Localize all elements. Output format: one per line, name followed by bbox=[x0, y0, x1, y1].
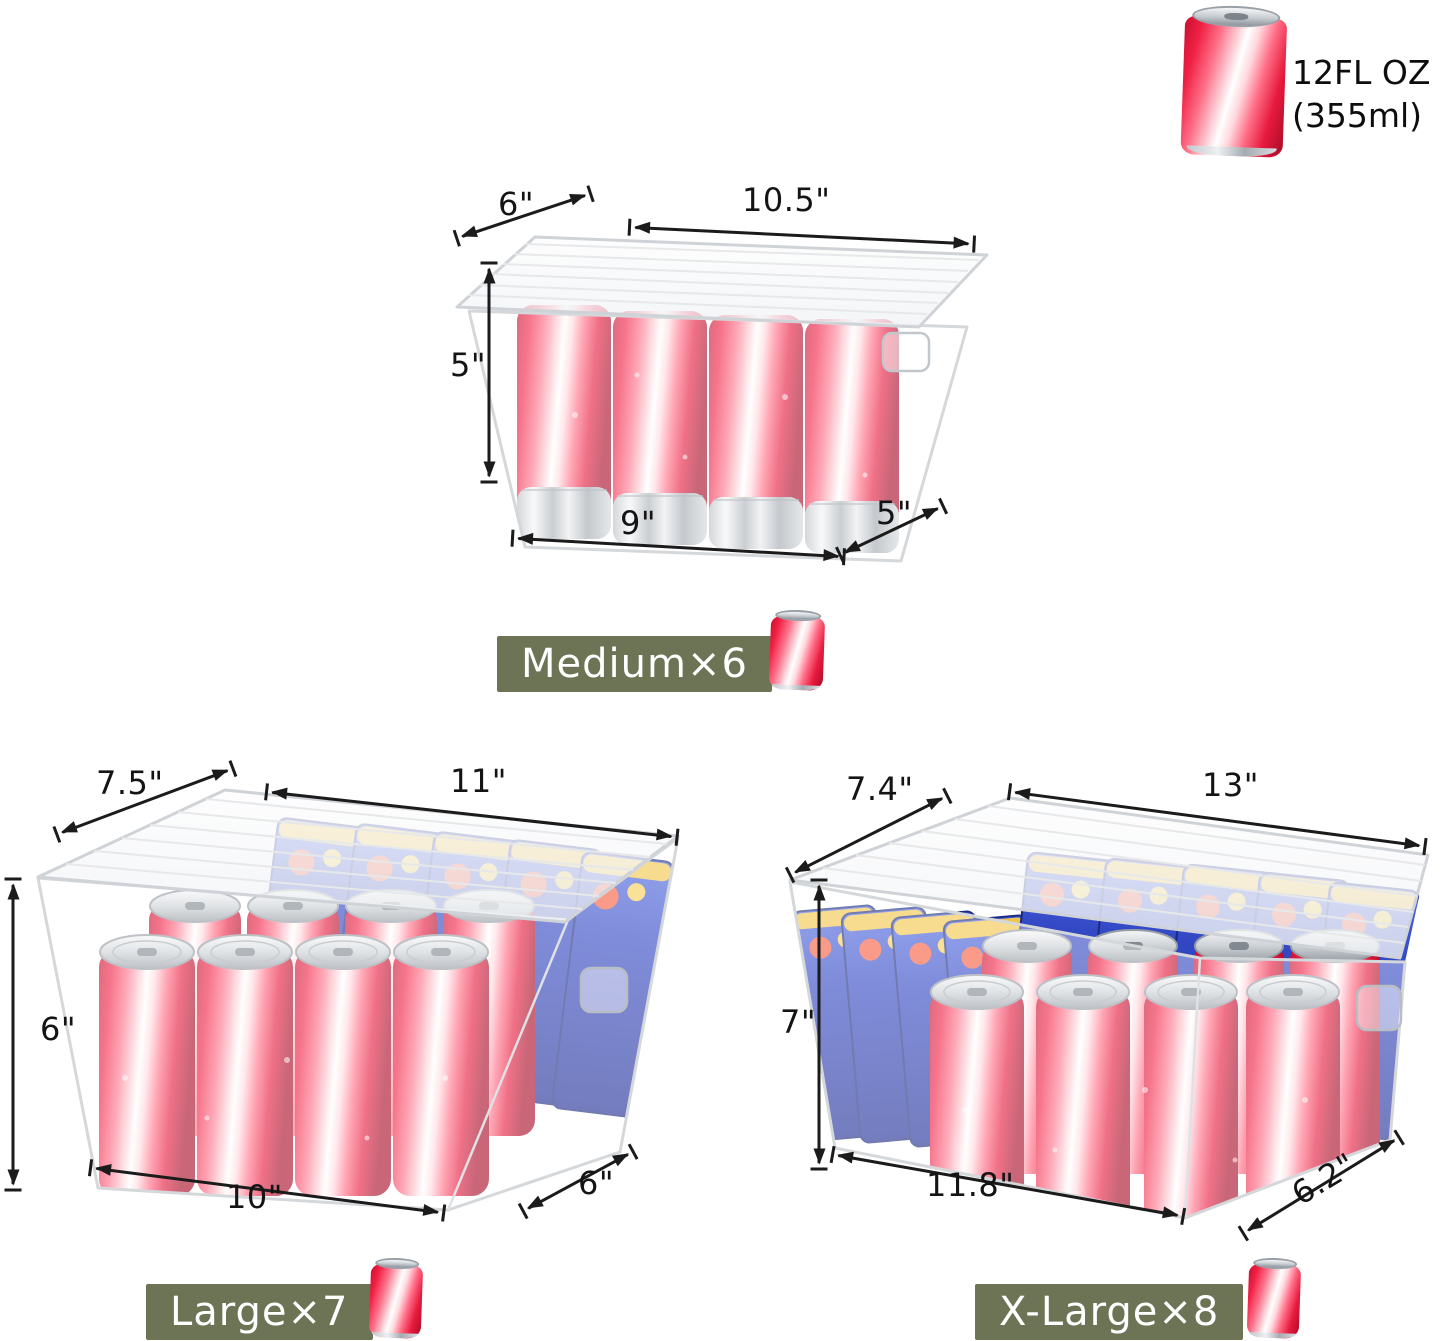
medium-lid-depth-label: 6" bbox=[498, 185, 535, 223]
large-height-label: 6" bbox=[40, 1010, 77, 1048]
xlarge-bin-graphic bbox=[788, 796, 1430, 1220]
medium-bin-lid-ridges bbox=[467, 243, 979, 315]
large-bin-handle bbox=[579, 966, 629, 1014]
xlarge-size-badge: X-Large×8 bbox=[975, 1284, 1244, 1340]
medium-badge-can-icon bbox=[768, 609, 826, 691]
reference-can-volume-label: 12FL OZ (355ml) bbox=[1292, 52, 1430, 138]
reference-can-icon bbox=[1180, 4, 1288, 158]
medium-bin-handle bbox=[881, 331, 931, 373]
xlarge-lid-width-label: 13" bbox=[1202, 766, 1259, 804]
large-bin-lid-ridges bbox=[65, 798, 668, 910]
large-lid-width-label: 11" bbox=[450, 762, 507, 800]
xlarge-height-label: 7" bbox=[780, 1003, 817, 1041]
large-size-badge: Large×7 bbox=[146, 1284, 373, 1340]
can-body bbox=[1246, 1262, 1302, 1339]
medium-height-label: 5" bbox=[450, 346, 487, 384]
medium-size-badge: Medium×6 bbox=[497, 636, 772, 692]
large-height-arrow bbox=[4, 877, 22, 1192]
large-base-depth-label: 6" bbox=[578, 1164, 615, 1202]
soda-cans-upside-down bbox=[517, 305, 899, 553]
medium-height-arrow bbox=[480, 261, 498, 484]
xlarge-bin-lid bbox=[788, 796, 1430, 960]
water-droplets bbox=[122, 1057, 448, 1141]
medium-lid-width-label: 10.5" bbox=[742, 181, 831, 219]
xlarge-height-arrow bbox=[810, 878, 828, 1171]
dim-tick bbox=[810, 1167, 828, 1171]
medium-base-depth-label: 5" bbox=[876, 494, 913, 532]
xlarge-lid-depth-label: 7.4" bbox=[846, 770, 914, 808]
xlarge-bin-contents bbox=[790, 851, 1420, 1218]
can-body bbox=[368, 1262, 424, 1339]
water-droplets bbox=[962, 1087, 1308, 1163]
can-body bbox=[1180, 14, 1288, 158]
dim-tick bbox=[586, 185, 595, 203]
volume-line-1: 12FL OZ bbox=[1292, 53, 1431, 92]
large-bin-corner-crease bbox=[446, 919, 570, 1211]
can-body bbox=[768, 614, 826, 691]
dim-tick bbox=[480, 480, 498, 484]
dim-tick bbox=[480, 261, 498, 265]
medium-base-width-label: 9" bbox=[620, 504, 657, 542]
xlarge-bin-lid-ridges bbox=[822, 805, 1426, 944]
large-base-width-label: 10" bbox=[226, 1178, 283, 1216]
xlarge-bin-handle bbox=[1355, 984, 1403, 1032]
large-badge-can-icon bbox=[368, 1257, 424, 1339]
dim-tick bbox=[810, 878, 828, 882]
large-lid-depth-label: 7.5" bbox=[96, 764, 164, 802]
medium-bin-lid bbox=[455, 235, 989, 329]
large-bin-graphic bbox=[36, 788, 680, 1212]
dim-tick bbox=[4, 1188, 22, 1192]
xlarge-badge-can-icon bbox=[1246, 1257, 1302, 1339]
xlarge-bin-corner-crease bbox=[1183, 957, 1202, 1219]
volume-line-2: (355ml) bbox=[1292, 95, 1423, 135]
dim-tick bbox=[228, 760, 238, 778]
water-droplets bbox=[572, 372, 868, 478]
dim-tick bbox=[4, 877, 22, 881]
medium-bin-contents bbox=[517, 305, 899, 553]
xlarge-base-width-label: 11.8" bbox=[926, 1166, 1015, 1204]
medium-bin-graphic bbox=[455, 235, 989, 563]
soda-cans-front-row bbox=[99, 934, 489, 1196]
